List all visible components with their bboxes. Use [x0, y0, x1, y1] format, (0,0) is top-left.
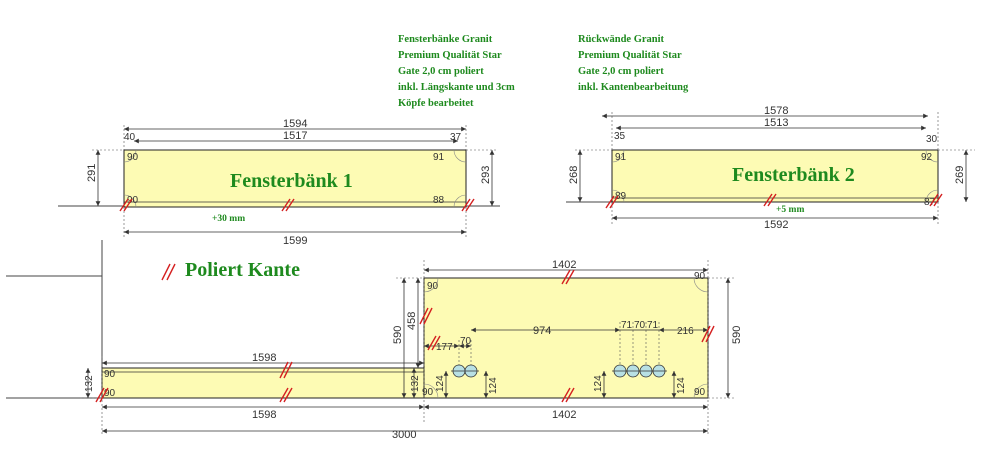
fb2-angle-tl: 91 [615, 152, 627, 163]
dim-70b: 70 [634, 320, 646, 331]
dim-124a: 124 [435, 375, 446, 392]
note-left-line-5: Köpfe bearbeitet [398, 98, 474, 109]
fb1-angle-bl: 90 [127, 195, 139, 206]
fb1-height-right: 293 [480, 166, 492, 184]
right-height-right-dim: 590 [731, 326, 743, 344]
note-left-line-2: Premium Qualität Star [398, 50, 502, 61]
bl-angle-1: 90 [104, 369, 116, 380]
left-height-dim: 132 [84, 375, 95, 392]
fb2-left-offset: 35 [614, 131, 626, 142]
fb2-top-total: 1578 [764, 105, 788, 117]
bl-angle-2: 90 [104, 388, 116, 399]
fensterbank-1: 90 91 90 88 Fensterbänk 1 +30 mm 1594 15… [58, 118, 500, 247]
mid-height-dim: 132 [410, 375, 421, 392]
legend-label: Poliert Kante [185, 259, 300, 281]
fb1-angle-tr: 91 [433, 152, 445, 163]
note-right-line-1: Rückwände Granit [578, 34, 665, 45]
dim-124c: 124 [593, 375, 604, 392]
notes-right: Rückwände Granit Premium Qualität Star G… [578, 34, 689, 93]
fb2-polished-marks [605, 193, 943, 209]
fb1-top-total: 1594 [283, 118, 307, 130]
sockets-left [451, 364, 479, 378]
dim-124d: 124 [676, 377, 687, 394]
fb1-height-left: 291 [86, 164, 98, 182]
left-bottom-dim: 1598 [252, 409, 276, 421]
dim-70: 70 [460, 336, 472, 347]
br-angle-bl: 90 [422, 387, 434, 398]
fb1-label: Fensterbänk 1 [230, 170, 353, 192]
rueckwand-layout: 90 90 90 90 90 90 [6, 240, 743, 441]
step-dim: 458 [406, 312, 418, 330]
right-bottom-dim: 1402 [552, 409, 576, 421]
note-left-line-4: inkl. Längskante und 3cm [398, 82, 515, 93]
fb2-height-right: 269 [954, 166, 966, 184]
fb2-top-inner: 1513 [764, 117, 788, 129]
fb2-angle-br: 87 [924, 197, 936, 208]
right-height-left-dim: 590 [392, 326, 404, 344]
dim-177: 177 [436, 342, 453, 353]
note-right-line-2: Premium Qualität Star [578, 50, 682, 61]
fb1-bottom: 1599 [283, 235, 307, 247]
dim-216: 216 [677, 326, 694, 337]
right-top-dim: 1402 [552, 259, 576, 271]
note-left-line-3: Gate 2,0 cm poliert [398, 66, 484, 77]
bottom-polished-marks [95, 269, 715, 403]
note-left-line-1: Fensterbänke Granit [398, 34, 493, 45]
dim-71b: 71 [647, 320, 659, 331]
sockets-right [612, 364, 667, 378]
fb2-angle-bl: 89 [615, 191, 627, 202]
fb1-right-offset: 37 [450, 132, 462, 143]
dim-124b: 124 [488, 377, 499, 394]
fb1-angle-tl: 90 [127, 152, 139, 163]
fb2-extra: +5 mm [776, 205, 804, 215]
fb2-angle-tr: 92 [921, 152, 933, 163]
br-angle-tr: 90 [694, 271, 706, 282]
dim-71a: 71 [621, 320, 633, 331]
fb1-extra: +30 mm [212, 214, 245, 224]
fb2-label: Fensterbänk 2 [732, 164, 855, 186]
fb2-height-left: 268 [568, 166, 580, 184]
fb1-left-offset: 40 [124, 132, 136, 143]
legend-polished-edge: Poliert Kante [161, 259, 300, 281]
left-top-dim: 1598 [252, 352, 276, 364]
backsplash-left [101, 367, 425, 399]
fb1-top-inner: 1517 [283, 130, 307, 142]
br-angle-tl: 90 [427, 281, 439, 292]
fb2-right-offset: 30 [926, 134, 938, 145]
notes-left: Fensterbänke Granit Premium Qualität Sta… [398, 34, 515, 109]
note-right-line-3: Gate 2,0 cm poliert [578, 66, 664, 77]
dim-974: 974 [533, 325, 551, 337]
note-right-line-4: inkl. Kantenbearbeitung [578, 82, 689, 93]
total-dim: 3000 [392, 429, 416, 441]
fb2-bottom: 1592 [764, 219, 788, 231]
fensterbank-2: 91 92 89 87 Fensterbänk 2 +5 mm 1578 151… [566, 105, 975, 231]
br-angle-br: 90 [694, 387, 706, 398]
fb1-polished-marks [119, 198, 475, 212]
fb1-angle-br: 88 [433, 195, 445, 206]
